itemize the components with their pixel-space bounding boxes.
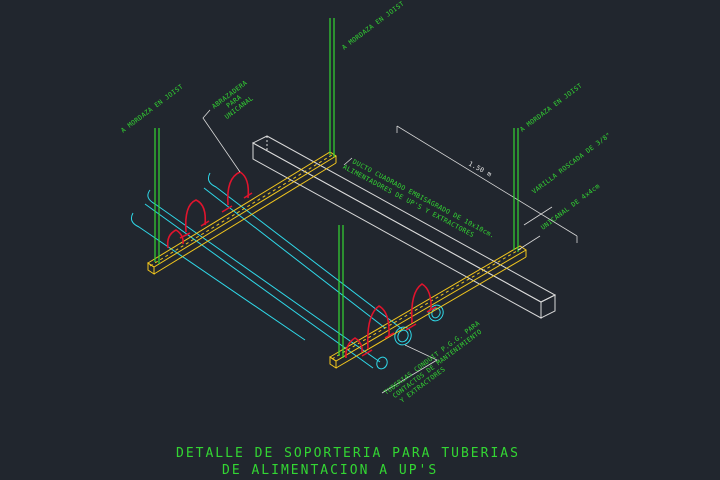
label-abrazadera: ABRAZADERA PARA UNICANAL	[210, 79, 255, 121]
clamp-5	[366, 305, 390, 350]
label-unicanal: UNICANAL DE 4x4cm	[539, 182, 601, 232]
clamp-2	[184, 199, 207, 233]
svg-text:1.50 m: 1.50 m	[467, 160, 493, 179]
label-dimension: 1.50 m	[467, 160, 493, 179]
label-joist-right: A MORDAZA EN JOIST	[518, 82, 583, 134]
leader-ducto	[343, 157, 353, 166]
clamp-6	[345, 337, 363, 359]
leader-abrazadera	[202, 109, 241, 173]
leader-tuberias	[381, 344, 438, 394]
label-joist-top: A MORDAZA EN JOIST	[340, 0, 405, 52]
pipe-1	[208, 172, 403, 330]
svg-text:A MORDAZA EN JOIST: A MORDAZA EN JOIST	[340, 0, 405, 52]
title-line-1: DETALLE DE SOPORTERIA PARA TUBERIAS	[176, 446, 520, 461]
pipe-3	[131, 212, 306, 341]
duct-end-face	[540, 294, 556, 319]
duct-top-face	[251, 135, 557, 303]
svg-text:UNICANAL DE 4x4cm: UNICANAL DE 4x4cm	[539, 182, 601, 232]
clamp-1	[226, 171, 250, 206]
conduit-pipes	[131, 172, 444, 370]
duct-front-face	[252, 142, 542, 319]
pipe-2	[147, 189, 381, 363]
svg-text:A MORDAZA EN JOIST: A MORDAZA EN JOIST	[119, 83, 184, 135]
square-duct	[251, 135, 557, 319]
leader-lines	[202, 109, 553, 394]
leader-unicanal	[517, 235, 541, 251]
leader-varilla	[523, 206, 553, 226]
svg-text:CONTACTOS DE MANTENIMIENTO: CONTACTOS DE MANTENIMIENTO	[391, 328, 483, 400]
threaded-rods	[154, 18, 519, 358]
svg-text:ALIMENTADORES DE UP'S Y EXTRAC: ALIMENTADORES DE UP'S Y EXTRACTORES	[342, 163, 476, 239]
clamp-3	[166, 229, 184, 249]
unicanal-channels	[147, 151, 527, 369]
label-joist-left: A MORDAZA EN JOIST	[119, 83, 184, 135]
pipe-end-3	[376, 356, 388, 370]
clamp-4	[410, 283, 432, 324]
svg-text:A MORDAZA EN JOIST: A MORDAZA EN JOIST	[518, 82, 583, 134]
label-varilla: VARILLA ROSCADA DE 3/8"	[530, 131, 612, 196]
title-line-2: DE ALIMENTACION A UP'S	[222, 463, 438, 478]
dimension-line	[396, 125, 578, 243]
svg-text:VARILLA ROSCADA DE 3/8": VARILLA ROSCADA DE 3/8"	[530, 131, 612, 196]
clamps	[166, 171, 437, 359]
